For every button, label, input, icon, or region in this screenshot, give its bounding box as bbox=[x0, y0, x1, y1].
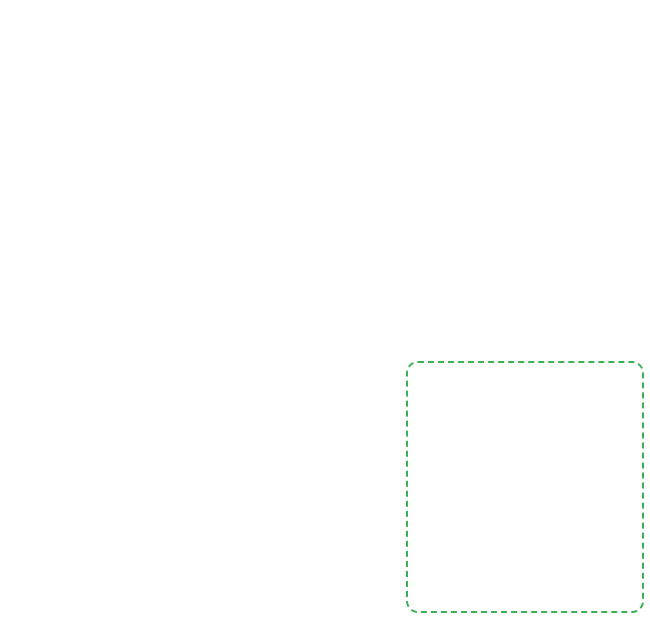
figure2-inset-box bbox=[406, 361, 644, 613]
